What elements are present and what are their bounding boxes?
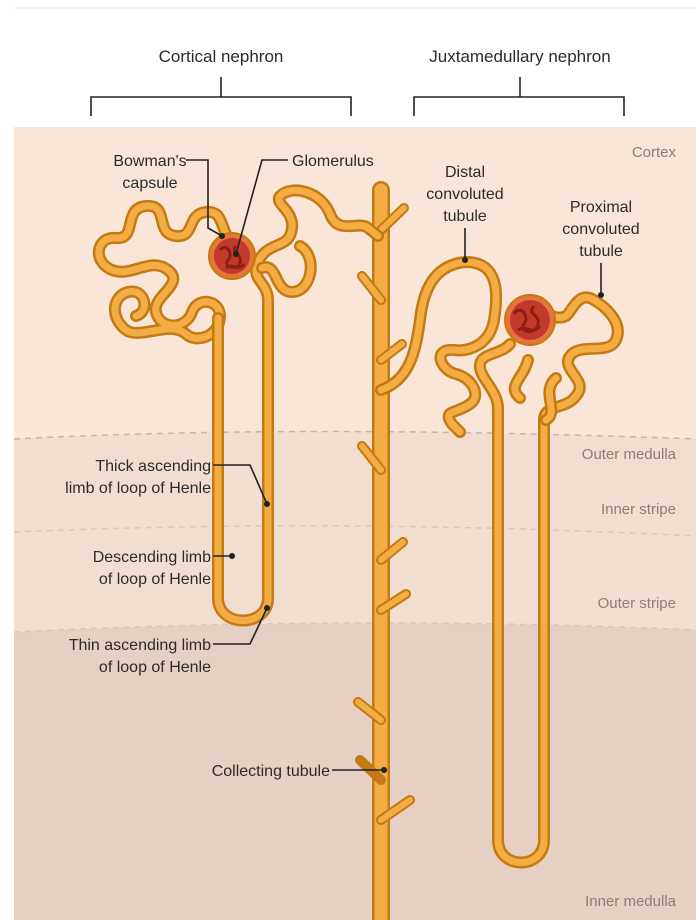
svg-text:limb of loop of Henle: limb of loop of Henle <box>65 480 211 497</box>
zone-label-outer-stripe: Outer stripe <box>598 595 676 612</box>
svg-text:Collecting tubule: Collecting tubule <box>212 763 330 780</box>
zone-label-outer-medulla: Outer medulla <box>582 446 677 463</box>
cortical-glomerulus <box>209 233 255 279</box>
svg-text:tubule: tubule <box>579 243 623 260</box>
svg-text:Descending limb: Descending limb <box>93 549 211 566</box>
svg-text:Bowman's: Bowman's <box>113 153 186 170</box>
svg-text:tubule: tubule <box>443 208 487 225</box>
svg-text:capsule: capsule <box>122 175 177 192</box>
svg-text:Glomerulus: Glomerulus <box>292 153 374 170</box>
svg-text:convoluted: convoluted <box>426 186 503 203</box>
svg-text:Thick ascending: Thick ascending <box>95 458 211 475</box>
bracket-juxtamedullary <box>414 77 624 116</box>
zone-label-cortex: Cortex <box>632 144 677 161</box>
zone-label-inner-stripe: Inner stripe <box>601 501 676 518</box>
svg-text:of loop of Henle: of loop of Henle <box>99 571 211 588</box>
zone-label-inner-medulla: Inner medulla <box>585 893 677 910</box>
bracket-cortical <box>91 77 351 116</box>
svg-text:Distal: Distal <box>445 164 485 181</box>
cortex-zone <box>14 127 696 439</box>
svg-text:of loop of Henle: of loop of Henle <box>99 659 211 676</box>
juxtamedullary-glomerulus <box>505 295 555 345</box>
header-cortical-nephron: Cortical nephron <box>159 47 284 66</box>
svg-text:Thin ascending limb: Thin ascending limb <box>69 637 211 654</box>
header-juxtamedullary-nephron: Juxtamedullary nephron <box>429 47 610 66</box>
svg-text:Proximal: Proximal <box>570 199 632 216</box>
svg-text:convoluted: convoluted <box>562 221 639 238</box>
